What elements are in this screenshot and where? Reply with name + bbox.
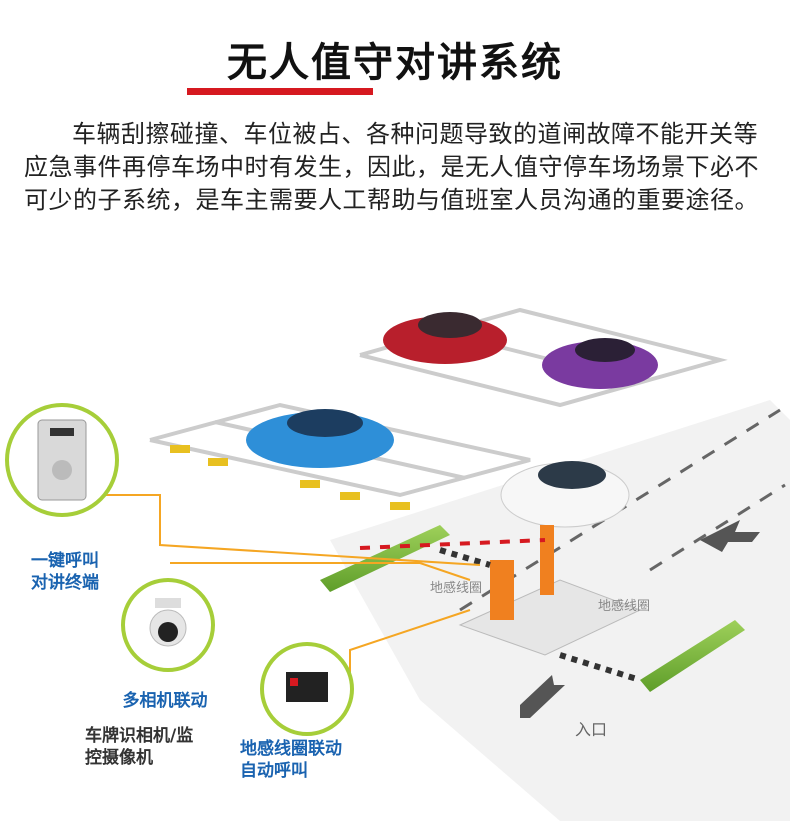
intercom-circle bbox=[5, 403, 119, 517]
red-car bbox=[383, 312, 507, 364]
blue-car bbox=[246, 409, 394, 468]
callout-lines bbox=[95, 494, 481, 680]
arrow-icon bbox=[520, 675, 565, 718]
arrow-icon bbox=[700, 520, 760, 552]
barrier-gate bbox=[359, 525, 554, 620]
page-title: 无人值守对讲系统 bbox=[227, 40, 563, 86]
purple-car bbox=[542, 338, 658, 389]
camera-circle bbox=[121, 578, 215, 672]
curb-markings bbox=[439, 547, 641, 683]
loop-detector-circle bbox=[260, 642, 354, 736]
feature-label-loop: 地感线圈联动 自动呼叫 bbox=[240, 739, 342, 781]
gate-island bbox=[458, 579, 642, 656]
curb-stops bbox=[170, 445, 410, 510]
loop-detector-icon bbox=[286, 672, 328, 702]
ground-mark-loop-1: 地感线圈 bbox=[430, 580, 482, 595]
feature-label-intercom: 一键呼叫 对讲终端 bbox=[31, 551, 99, 593]
feature-label-camera: 多相机联动 bbox=[122, 691, 208, 711]
ground-mark-entry: 入口 bbox=[575, 722, 607, 739]
feature-sublabel-camera: 车牌识相机/监 控摄像机 bbox=[85, 726, 194, 768]
title-underline bbox=[187, 88, 373, 95]
ground-mark-loop-2: 地感线圈 bbox=[598, 598, 650, 613]
white-car bbox=[500, 461, 630, 528]
dome-camera-icon bbox=[149, 598, 187, 647]
parking-lot-illustration: 入口 bbox=[5, 307, 790, 821]
intro-paragraph: 车辆刮擦碰撞、车位被占、各种问题导致的道闸故障不能开关等应急事件再停车场中时有发… bbox=[24, 120, 759, 214]
